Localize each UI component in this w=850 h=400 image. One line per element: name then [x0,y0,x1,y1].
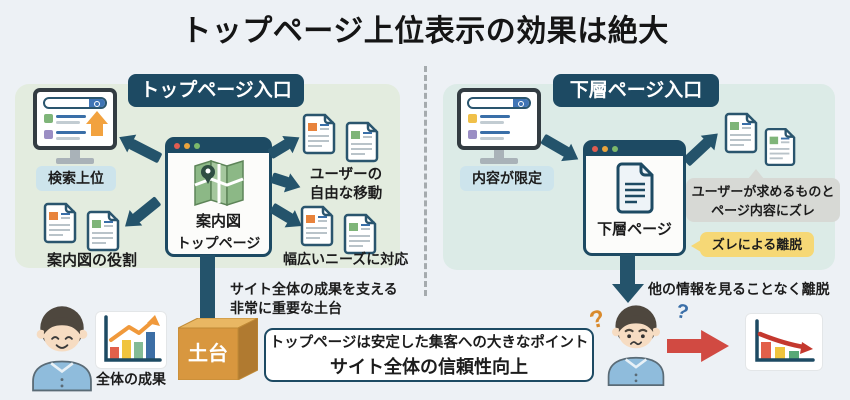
window-dot-red [174,143,180,149]
foundation-note-line1: サイト全体の成果を支える [230,281,398,297]
down-arrow-shaft [620,254,635,285]
result-row [468,114,510,124]
window-dot-yellow [184,143,190,149]
free-move-documents [302,113,379,163]
summary-line2: サイト全体の信頼性向上 [330,357,528,377]
page-title: トップページ上位表示の効果は絶大 [181,15,669,48]
map-icon [193,159,244,207]
declining-chart-svg [755,319,815,362]
monitor-screen [457,88,541,150]
free-move-line2: 自由な移動 [309,186,383,202]
overall-result-label: 全体の成果 [96,371,166,387]
rank-up-arrow-icon [86,111,108,138]
window-dot-green [612,146,618,152]
monitor-stand [70,149,80,158]
foundation-pole [200,255,215,327]
question-mark-right: ? [673,299,691,325]
right-panel-header: 下層ページ入口 [553,74,719,107]
mismatch-bubble: ユーザーが求めるものと ページ内容にズレ [686,169,840,222]
wide-needs-documents [300,205,377,255]
window-dot-green [194,143,200,149]
document-icon [724,112,758,154]
document-icon [300,205,334,247]
limited-content-label: 内容が限定 [460,166,554,191]
document-icon [86,210,120,252]
page-document-icon [616,162,653,214]
result-row [44,114,86,124]
mismatch-documents [724,112,796,167]
search-bar-icon [467,97,531,109]
window-dot-yellow [602,146,608,152]
wide-needs-label: 幅広いニーズに対応 [283,251,409,267]
document-icon [302,113,336,155]
red-right-arrow-icon [667,330,729,362]
foundation-note-line2: 非常に重要な土台 [230,299,342,316]
window-titlebar [585,142,684,156]
mismatch-line2: ページ内容にズレ [711,203,815,218]
document-icon [343,213,377,255]
window-titlebar [167,139,270,153]
search-top-label: 検索上位 [36,166,116,191]
lower-page-caption: 下層ページ [597,221,672,238]
top-page-window: 案内図 トップページ [165,137,272,257]
document-icon [764,127,796,167]
foundation-box-label: 土台 [188,343,228,365]
foundation-box-shape [177,317,259,381]
exit-note-label: 他の情報を見ることなく離脱 [648,281,830,297]
lower-page-window: 下層ページ [583,140,686,256]
panel-divider [424,66,427,296]
mismatch-line1: ユーザーが求めるものと [691,184,835,199]
free-move-line1: ユーザーの [309,167,383,183]
magnifier-icon [513,99,529,107]
top-page-caption: トップページ [176,235,261,251]
window-dot-red [592,146,598,152]
free-move-label: ユーザーの 自由な移動 [298,166,394,204]
monitor-screen [33,88,117,150]
foundation-note: サイト全体の成果を支える 非常に重要な土台 [230,280,398,317]
foundation-box-icon: 土台 [177,317,259,381]
confused-person-icon [607,305,665,386]
monitor-base [480,158,518,164]
document-icon [345,121,379,163]
summary-box: トップページは安定した集客への大きなポイント サイト全体の信頼性向上 [264,328,594,382]
result-row [44,130,86,140]
monitor-stand [494,149,504,158]
search-result-monitor-icon [33,88,117,164]
map-role-documents [43,202,120,252]
map-caption: 案内図 [195,213,241,230]
magnifier-icon [89,99,105,107]
monitor-base [56,158,94,164]
down-arrow-icon [612,284,644,303]
map-role-label: 案内図の役割 [47,252,138,269]
document-icon [43,202,77,244]
summary-line1: トップページは安定した集客への大きなポイント [269,335,589,351]
result-row [468,130,510,140]
search-bar-icon [43,97,107,109]
exit-bubble: ズレによる離脱 [691,232,814,257]
declining-chart-icon [745,313,823,371]
left-panel-header: トップページ入口 [128,74,304,107]
happy-person-icon [32,306,92,392]
limited-search-monitor-icon [457,88,541,164]
rising-chart-svg [104,315,162,362]
rising-chart-icon [95,311,167,369]
